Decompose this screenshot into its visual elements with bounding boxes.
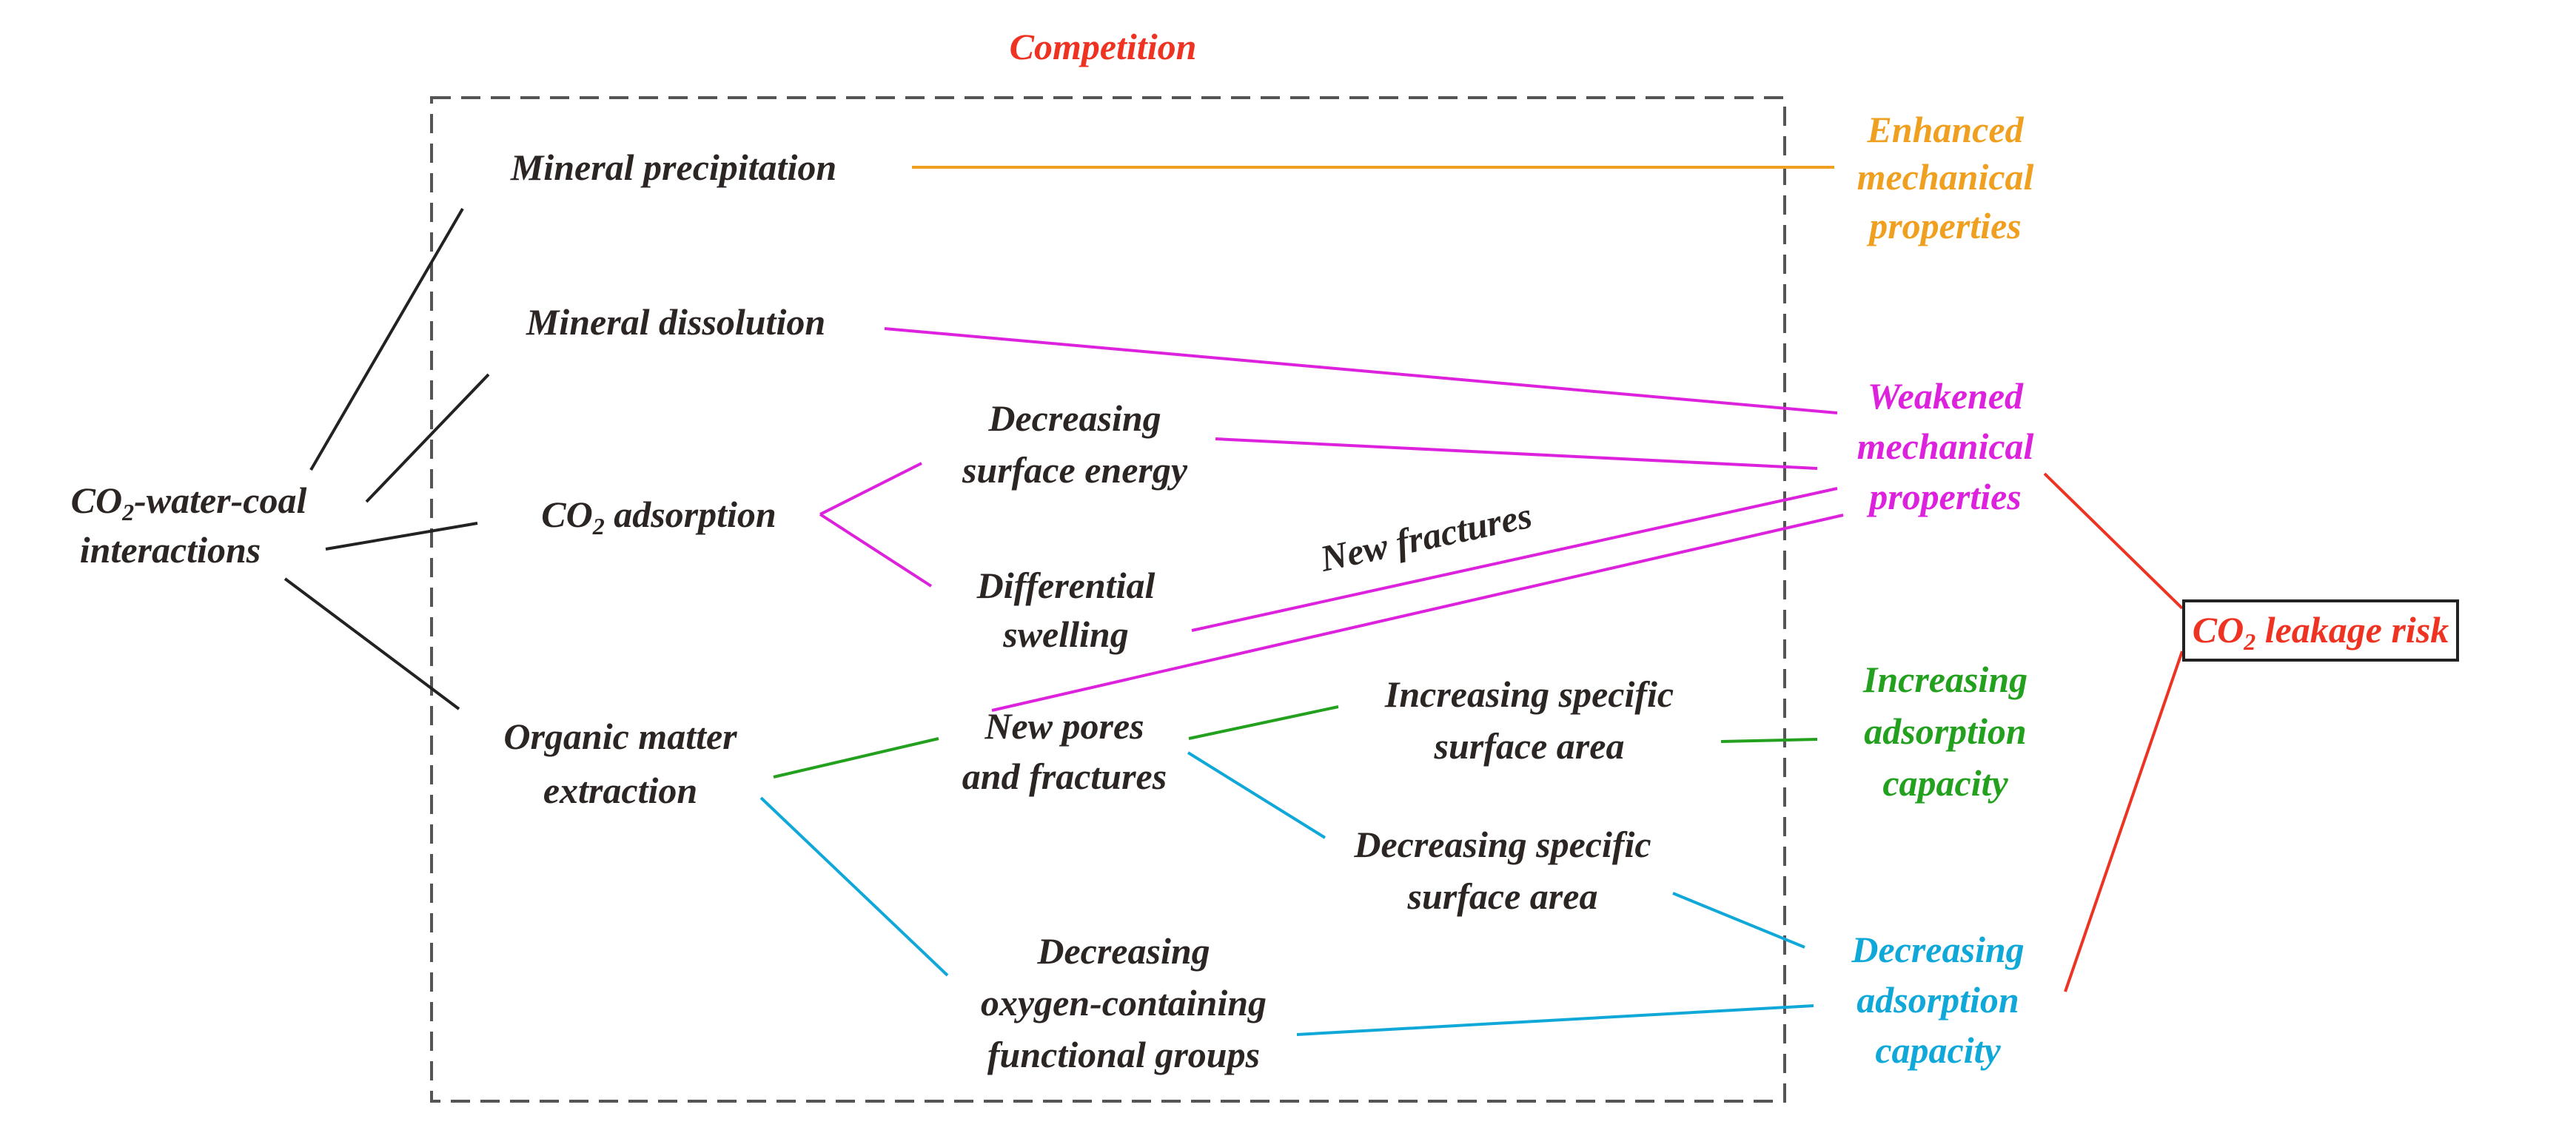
- link-interactions-dissolution: [365, 373, 490, 503]
- mineral-precipitation-label: Mineral precipitation: [510, 147, 836, 188]
- inc-ssa-line2: surface area: [1434, 725, 1625, 767]
- link-newpores-decssa: [1187, 751, 1326, 839]
- interactions-label-line2: interactions: [80, 529, 261, 571]
- black-connectors: [284, 207, 490, 710]
- link-decoxygen-deccapacity: [1296, 1004, 1814, 1036]
- risk-label: CO2 leakage risk: [2193, 609, 2449, 655]
- link-interactions-organic: [284, 577, 460, 710]
- diff-swelling-line1: Differential: [976, 565, 1155, 606]
- link-incssa-inccapacity: [1720, 738, 1818, 743]
- link-interactions-adsorption: [325, 522, 478, 551]
- link-deccapacity-risk: [2064, 650, 2184, 992]
- link-organic-newpores: [773, 737, 939, 779]
- enhanced-line1: Enhanced: [1866, 109, 2024, 150]
- dec-surface-energy-line2: surface energy: [962, 449, 1188, 491]
- new-fractures-label: New fractures: [1316, 494, 1536, 579]
- cyan-connectors: [759, 751, 1814, 1036]
- weakened-line3: properties: [1866, 476, 2022, 517]
- dec-oxygen-line2: oxygen-containing: [981, 982, 1267, 1023]
- weakened-line2: mechanical: [1857, 426, 2034, 467]
- dec-ssa-line1: Decreasing specific: [1353, 824, 1651, 865]
- magenta-connectors: [819, 327, 1844, 712]
- red-connectors: [2043, 472, 2184, 992]
- weakened-line1: Weakened: [1868, 375, 2024, 417]
- dec-oxygen-line1: Decreasing: [1036, 930, 1210, 972]
- link-decssa-deccapacity: [1672, 892, 1805, 949]
- dec-capacity-line2: adsorption: [1856, 979, 2019, 1021]
- new-pores-line2: and fractures: [962, 756, 1167, 797]
- link-newpores-incssa: [1188, 705, 1339, 740]
- diff-swelling-line2: swelling: [1002, 613, 1128, 655]
- dec-ssa-line2: surface area: [1407, 875, 1598, 917]
- inc-capacity-line1: Increasing: [1862, 659, 2027, 700]
- competition-frame: [430, 96, 1786, 1103]
- co2-adsorption-label: CO2 adsorption: [541, 494, 776, 539]
- mineral-dissolution-label: Mineral dissolution: [526, 301, 825, 343]
- link-newpores-weakened: [991, 514, 1844, 712]
- interactions-label-line1: CO2-water-coal: [71, 480, 307, 525]
- dec-capacity-line1: Decreasing: [1851, 929, 2024, 970]
- link-adsorption-diffswelling: [819, 513, 933, 588]
- inc-capacity-line2: adsorption: [1864, 710, 2027, 752]
- link-diffswelling-weakened: [1191, 487, 1838, 632]
- competition-label: Competition: [1010, 26, 1197, 67]
- inc-capacity-line3: capacity: [1882, 762, 2008, 804]
- inc-ssa-line1: Increasing specific: [1384, 673, 1674, 715]
- link-organic-decoxygen: [759, 796, 949, 977]
- dec-surface-energy-line1: Decreasing: [987, 397, 1161, 439]
- link-interactions-precipitation: [309, 207, 464, 471]
- link-weakened-risk: [2043, 472, 2184, 610]
- enhanced-line3: properties: [1866, 205, 2022, 246]
- new-pores-line1: New pores: [984, 705, 1144, 747]
- dec-oxygen-line3: functional groups: [987, 1034, 1260, 1075]
- link-decsurface-weakened: [1215, 437, 1818, 470]
- enhanced-line2: mechanical: [1857, 156, 2034, 198]
- link-dissolution-weakened: [884, 327, 1838, 414]
- green-connectors: [773, 705, 1818, 779]
- organic-extraction-line1: Organic matter: [503, 716, 737, 757]
- risk-box: [2182, 599, 2459, 662]
- organic-extraction-line2: extraction: [543, 770, 697, 811]
- link-adsorption-decsurface: [819, 462, 922, 516]
- dec-capacity-line3: capacity: [1875, 1029, 2001, 1071]
